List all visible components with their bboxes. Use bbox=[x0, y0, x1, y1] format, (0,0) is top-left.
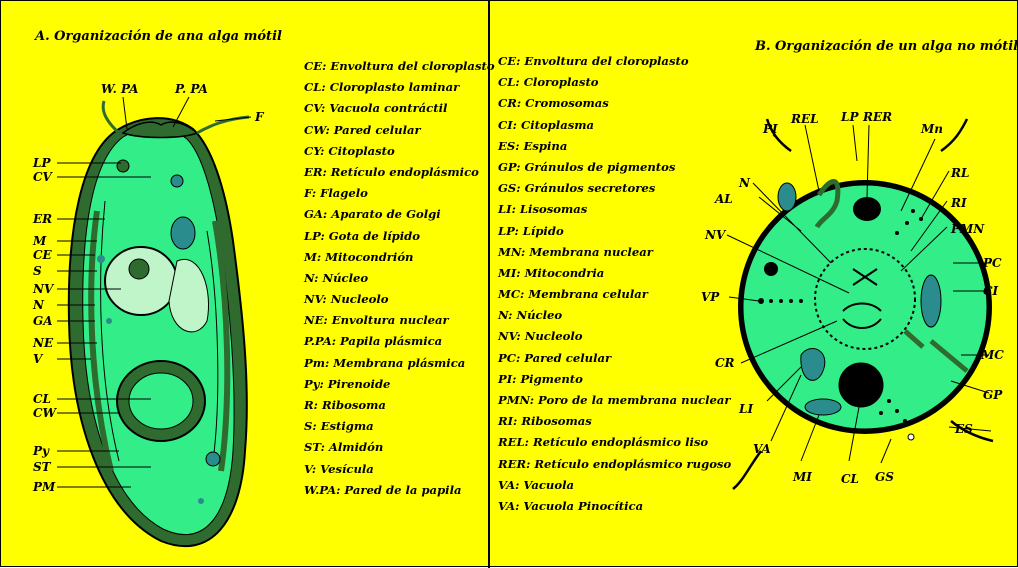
label-gp: GP bbox=[983, 388, 1003, 402]
label-pc: PC bbox=[982, 256, 1002, 270]
label-vp: VP bbox=[701, 290, 720, 304]
label-ci: CI bbox=[983, 284, 999, 298]
label-gs: GS bbox=[875, 470, 894, 484]
label-rer: RER bbox=[862, 110, 892, 124]
nuclear-membrane bbox=[815, 249, 915, 349]
label-pi: PI bbox=[762, 122, 778, 136]
label-nv: NV bbox=[704, 228, 727, 242]
label-li: LI bbox=[738, 402, 753, 416]
label-mi: MI bbox=[792, 470, 812, 484]
label-rel: REL bbox=[790, 112, 819, 126]
label-ri: RI bbox=[950, 196, 967, 210]
label-cl: CL bbox=[841, 472, 859, 486]
mitochondrion bbox=[805, 399, 841, 415]
label-lp: LP bbox=[840, 110, 859, 124]
label-mn: Mn bbox=[920, 122, 943, 136]
label-mc: MC bbox=[980, 348, 1004, 362]
label-pmn: PMN bbox=[950, 222, 985, 236]
pigment bbox=[778, 183, 796, 211]
label-va: VA bbox=[753, 442, 771, 456]
label-es: ES bbox=[954, 422, 973, 436]
chloroplast bbox=[839, 363, 883, 407]
label-al: AL bbox=[714, 192, 733, 206]
label-cr: CR bbox=[715, 356, 735, 370]
lipid bbox=[853, 197, 881, 221]
label-n: N bbox=[738, 176, 751, 190]
label-rl: RL bbox=[950, 166, 969, 180]
